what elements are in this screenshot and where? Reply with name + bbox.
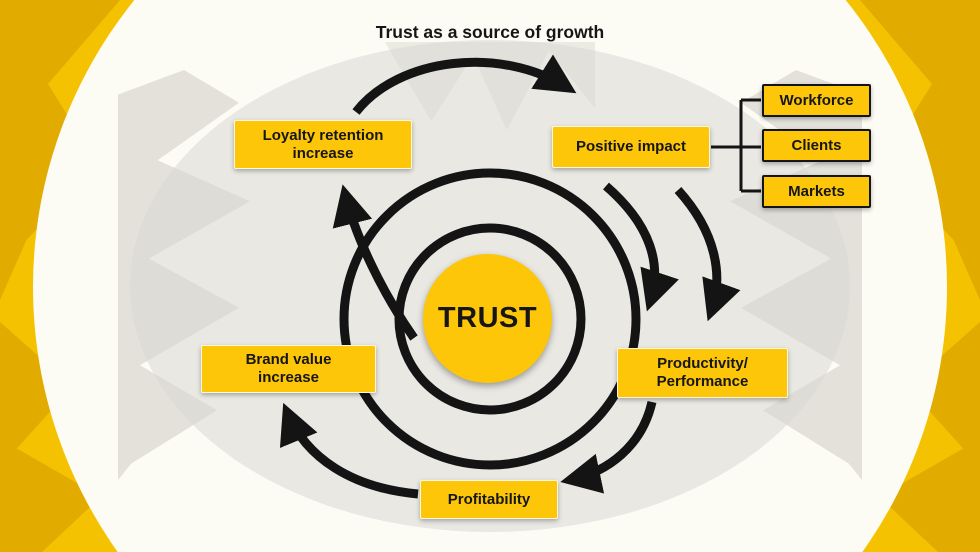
node-productivity-performance: Productivity/ Performance xyxy=(617,348,788,398)
node-workforce: Workforce xyxy=(762,84,871,117)
node-markets: Markets xyxy=(762,175,871,208)
diagram-title: Trust as a source of growth xyxy=(375,22,605,42)
node-positive-impact: Positive impact xyxy=(552,126,710,168)
trust-center-node: TRUST xyxy=(423,254,552,383)
arrow-positive-to-productivity-outer xyxy=(674,186,741,322)
node-brand-value-increase: Brand value increase xyxy=(201,345,376,393)
arrow-productivity-to-profitability xyxy=(560,400,657,494)
arrow-profitability-to-brand xyxy=(279,402,419,499)
node-profitability: Profitability xyxy=(420,480,558,519)
node-loyalty-retention-increase: Loyalty retention increase xyxy=(234,120,412,169)
node-clients: Clients xyxy=(762,129,871,162)
branch-connector-lines xyxy=(711,98,761,193)
arrow-loyalty-to-positive xyxy=(352,54,577,115)
